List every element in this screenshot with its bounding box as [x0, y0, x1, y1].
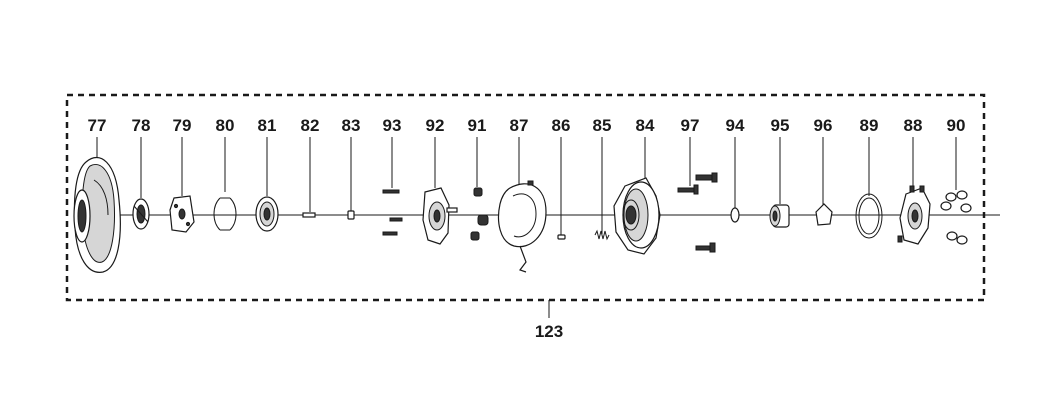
part-label-95: 95 [771, 116, 790, 135]
part-label-82: 82 [301, 116, 320, 135]
part-97-bolts [677, 172, 718, 253]
part-label-80: 80 [216, 116, 235, 135]
part-label-79: 79 [173, 116, 192, 135]
part-88-clutch-cam [897, 185, 931, 245]
part-82-pin [302, 212, 316, 218]
part-label-89: 89 [860, 116, 879, 135]
part-80-clip-ring [213, 197, 237, 231]
part-78-gear [132, 198, 150, 230]
part-84-frame-housing [613, 177, 661, 255]
part-labels: 77 78 79 80 81 82 83 93 92 91 87 86 85 8… [88, 116, 966, 135]
part-95-bearing [769, 204, 790, 228]
part-label-85: 85 [593, 116, 612, 135]
part-label-77: 77 [88, 116, 107, 135]
part-label-86: 86 [552, 116, 571, 135]
part-label-88: 88 [904, 116, 923, 135]
part-91-small-parts [470, 187, 489, 241]
part-label-84: 84 [636, 116, 655, 135]
part-label-97: 97 [681, 116, 700, 135]
part-77-side-cover [73, 156, 121, 273]
part-90-rollers [940, 190, 972, 245]
part-89-ring [855, 193, 883, 239]
part-86-pin [557, 234, 566, 240]
part-92-housing [422, 187, 458, 245]
part-label-78: 78 [132, 116, 151, 135]
part-label-96: 96 [814, 116, 833, 135]
part-label-87: 87 [510, 116, 529, 135]
part-label-91: 91 [468, 116, 487, 135]
part-96-washer [815, 203, 833, 226]
part-85-spring [594, 229, 610, 241]
part-label-83: 83 [342, 116, 361, 135]
assembly-number-label: 123 [535, 322, 563, 341]
leader-lines [96, 137, 957, 236]
part-83-collar [347, 210, 355, 220]
part-93-screws [382, 189, 403, 236]
part-label-93: 93 [383, 116, 402, 135]
part-label-92: 92 [426, 116, 445, 135]
part-81-bearing-cap [255, 196, 279, 232]
part-79-plate [169, 195, 195, 233]
part-87-ring-housing [497, 180, 547, 273]
part-94-bushing [730, 207, 740, 223]
part-label-81: 81 [258, 116, 277, 135]
part-label-90: 90 [947, 116, 966, 135]
part-label-94: 94 [726, 116, 745, 135]
